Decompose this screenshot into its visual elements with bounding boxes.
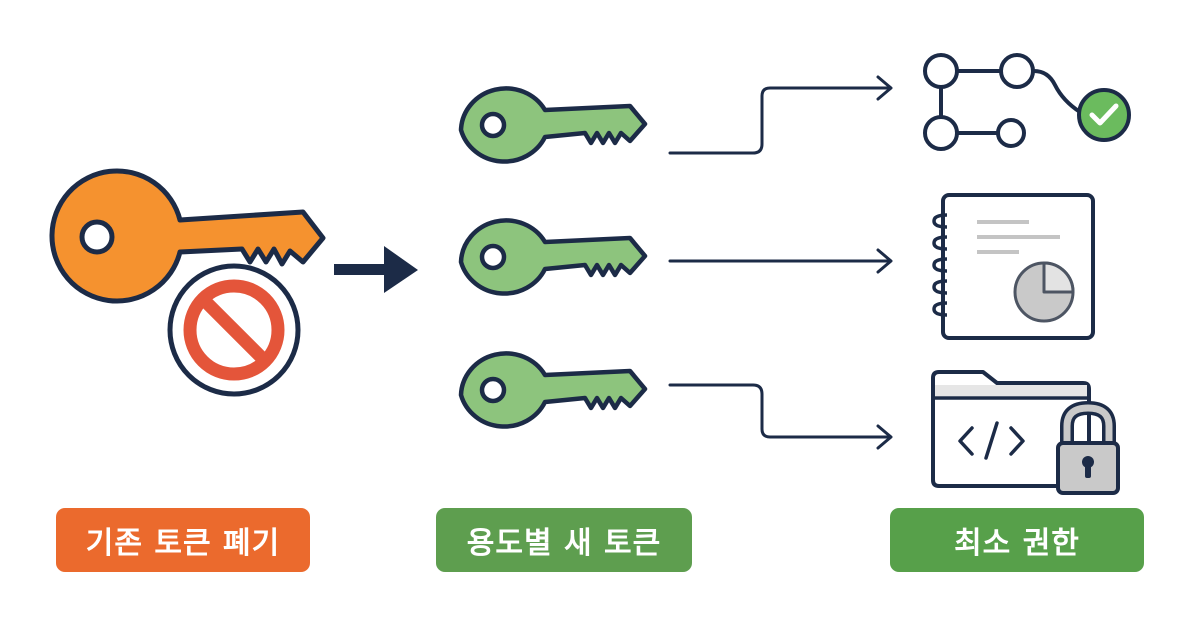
- workflow-graph-icon: [923, 53, 1082, 151]
- connector-arrow-1: [668, 86, 891, 155]
- old-token-label: 기존 토큰 폐기: [56, 508, 310, 572]
- new-key-icon-3: [461, 353, 645, 426]
- old-key-icon: [52, 171, 323, 301]
- least-privilege-label: 최소 권한: [890, 508, 1144, 572]
- check-circle-icon: [1077, 88, 1131, 142]
- new-key-icon-2: [461, 220, 645, 293]
- arrow-right-icon: [334, 246, 418, 293]
- prohibited-icon: [167, 263, 301, 397]
- code-folder-icon: [931, 370, 1091, 488]
- report-notebook-icon: [932, 193, 1095, 340]
- padlock-icon: [1056, 400, 1120, 495]
- connector-arrow-3: [668, 383, 891, 439]
- new-tokens-label: 용도별 새 토큰: [436, 508, 692, 572]
- new-key-icon-1: [461, 88, 645, 161]
- pie-chart-icon: [1013, 261, 1075, 323]
